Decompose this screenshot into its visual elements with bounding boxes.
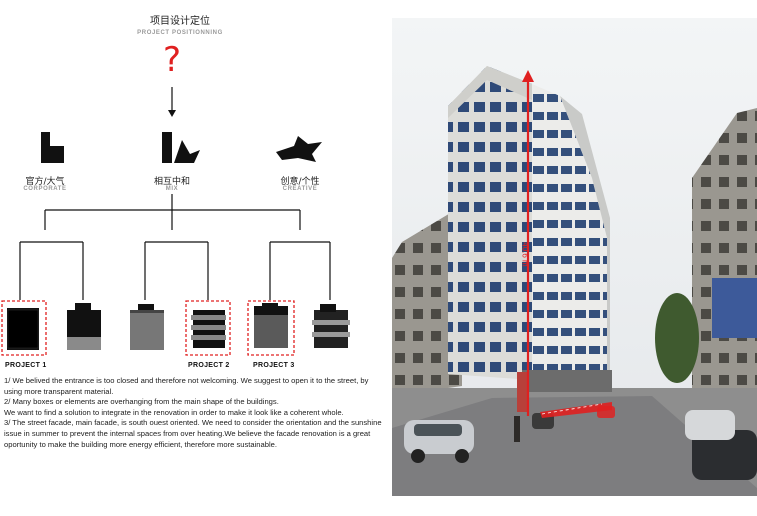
project-2-label: PROJECT 2 bbox=[188, 362, 230, 369]
note-1: 1/ We belived the entrance is too closed… bbox=[4, 376, 369, 396]
project-3-label: PROJECT 3 bbox=[253, 362, 295, 369]
project-options bbox=[1, 300, 350, 356]
corporate-label-cn: 官方/大气 bbox=[25, 177, 65, 187]
mix-icon bbox=[162, 132, 200, 163]
note-3: 3/ The street facade, main facade, is so… bbox=[4, 418, 382, 449]
creative-label-cn: 创意/个性 bbox=[280, 177, 320, 187]
subtree-lines bbox=[19, 241, 331, 300]
mix-label-cn: 相互中和 bbox=[153, 177, 190, 187]
creative-icon bbox=[276, 136, 322, 162]
title-cn: 项目设计定位 bbox=[150, 16, 210, 27]
mix-label-en: MIX bbox=[165, 186, 179, 192]
hierarchy-lines bbox=[44, 87, 301, 230]
project-1-highlight-frame bbox=[1, 300, 47, 356]
question-mark: ? bbox=[162, 40, 182, 80]
design-notes: 1/ We belived the entrance is too closed… bbox=[4, 376, 382, 450]
project-1-label: PROJECT 1 bbox=[5, 362, 47, 369]
note-2b: We want to find a solution to integrate … bbox=[4, 407, 344, 417]
project-2-highlight-frame bbox=[185, 300, 231, 356]
corporate-icon bbox=[41, 132, 64, 163]
building-photo bbox=[392, 18, 757, 496]
creative-label-en: CREATIVE bbox=[282, 186, 318, 192]
note-2: 2/ Many boxes or elements are overhangin… bbox=[4, 397, 279, 407]
title-en: PROJECT POSITIONNING bbox=[137, 30, 223, 36]
corporate-label-en: CORPORATE bbox=[23, 186, 67, 192]
height-label: 40.6 m bbox=[520, 242, 530, 267]
project-3-highlight-frame bbox=[247, 300, 295, 356]
